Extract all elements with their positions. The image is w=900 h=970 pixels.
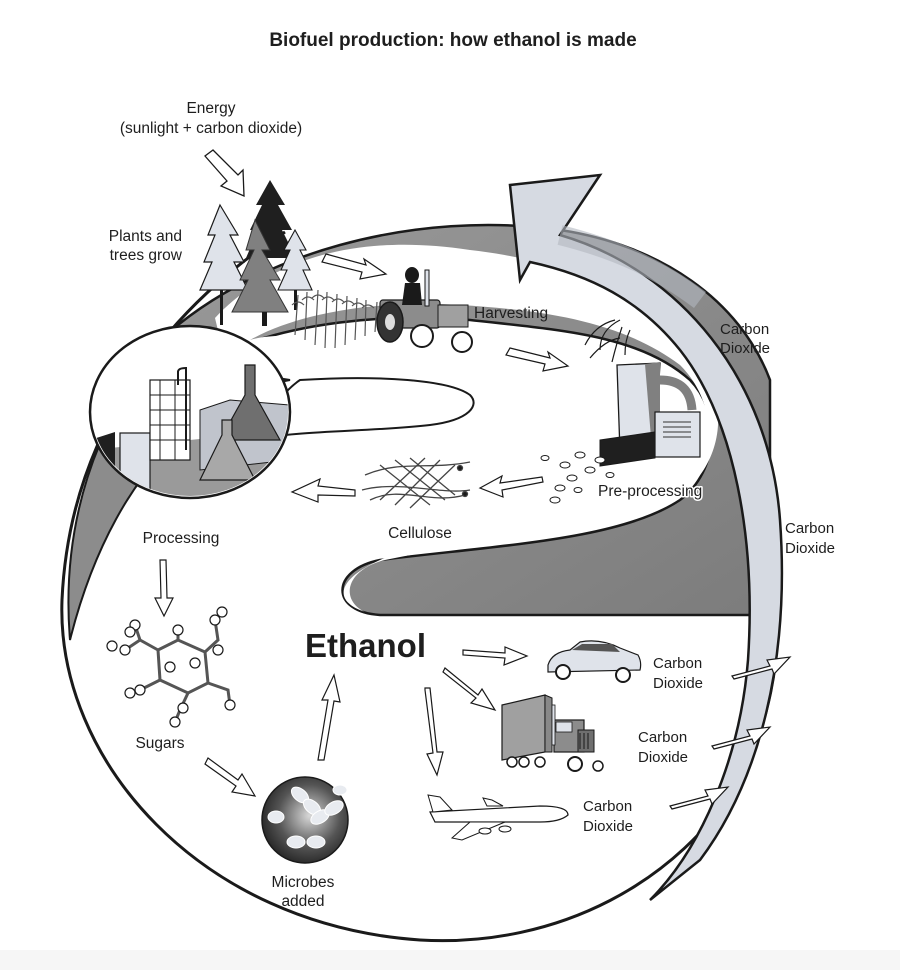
co2-arrow-truck	[711, 726, 772, 750]
svg-text:Carbon: Carbon	[785, 520, 834, 537]
arrow-to-microbes	[204, 757, 257, 797]
arrow-to-ethanol	[317, 673, 341, 761]
svg-text:Dioxide: Dioxide	[720, 340, 770, 357]
co2-label-cycle-mid: Carbon Dioxide	[785, 520, 835, 557]
svg-text:Dioxide: Dioxide	[653, 675, 703, 692]
cellulose-fibers-icon	[361, 457, 471, 509]
preprocessing-label: Pre-processing	[598, 483, 702, 500]
truck-icon	[501, 694, 604, 772]
arrow-to-plane	[424, 687, 444, 777]
svg-text:Dioxide: Dioxide	[785, 540, 835, 557]
svg-text:Carbon: Carbon	[653, 655, 702, 672]
arrow-to-cellulose	[478, 474, 544, 498]
arrow-to-truck	[442, 667, 497, 712]
crops-icon	[291, 289, 378, 349]
energy-label-line1: Energy	[186, 100, 235, 117]
svg-text:Carbon: Carbon	[638, 729, 687, 746]
biomass-particles	[540, 451, 615, 504]
microbes-icon	[261, 776, 349, 864]
tractor-icon	[376, 267, 473, 353]
bottom-strip	[0, 950, 900, 970]
plants-label-line2: trees grow	[110, 247, 183, 264]
sugar-molecule-icon	[106, 606, 236, 728]
refinery-lab-icon	[88, 324, 292, 500]
co2-arrow-car	[731, 656, 792, 680]
cellulose-label: Cellulose	[388, 525, 452, 542]
energy-label-line2: (sunlight + carbon dioxide)	[120, 120, 302, 137]
arrow-to-preprocessing	[505, 347, 570, 372]
microbes-label-line1: Microbes	[272, 874, 335, 891]
trees-icon	[199, 180, 313, 326]
svg-text:Dioxide: Dioxide	[638, 749, 688, 766]
harvesting-label: Harvesting	[474, 305, 548, 322]
airplane-icon	[427, 794, 569, 841]
co2-label-plane: Carbon Dioxide	[583, 798, 633, 835]
arrow-to-processing	[290, 477, 356, 503]
co2-label-truck: Carbon Dioxide	[638, 729, 688, 766]
arrow-to-car	[462, 646, 529, 666]
energy-arrow	[204, 149, 245, 198]
plants-label-line1: Plants and	[109, 228, 182, 245]
co2-label-car: Carbon Dioxide	[653, 655, 703, 692]
co2-return-arrow	[508, 173, 784, 901]
diagram-title: Biofuel production: how ethanol is made	[269, 30, 636, 51]
car-icon	[547, 640, 642, 683]
ethanol-label: Ethanol	[305, 627, 426, 664]
svg-text:Dioxide: Dioxide	[583, 818, 633, 835]
arrow-to-harvesting	[321, 253, 388, 280]
sugars-label: Sugars	[135, 735, 184, 752]
co2-label-cycle-top: Carbon Dioxide	[720, 321, 770, 357]
svg-text:Carbon: Carbon	[583, 798, 632, 815]
arrow-to-sugars	[154, 559, 174, 618]
grinder-machine-icon	[584, 319, 701, 467]
processing-label: Processing	[143, 530, 220, 547]
svg-text:Carbon: Carbon	[720, 321, 769, 338]
co2-arrow-plane	[669, 786, 730, 810]
microbes-label-line2: added	[281, 893, 324, 910]
